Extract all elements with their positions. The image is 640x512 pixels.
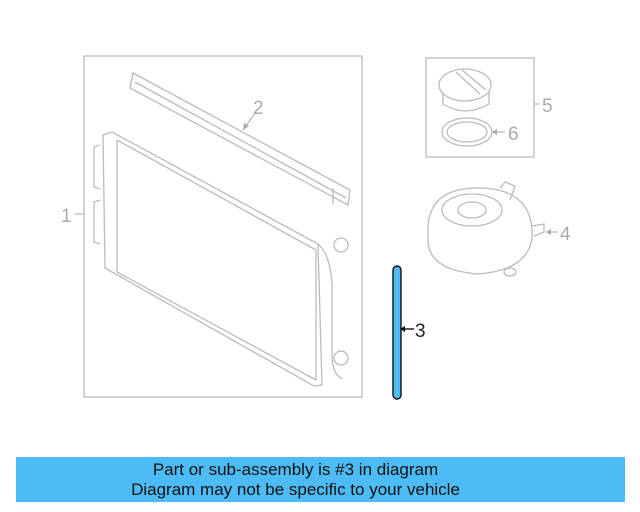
- banner-line-1: Part or sub-assembly is #3 in diagram: [152, 460, 439, 479]
- reservoir-part-4: [427, 181, 545, 277]
- radiator-part-1: [93, 131, 349, 387]
- callout-1: 1: [61, 206, 72, 227]
- radiator-group-box: [83, 55, 363, 398]
- bracket-part-2: [129, 72, 351, 207]
- cap-part-5: [438, 68, 492, 112]
- cap-group-box: [425, 57, 535, 158]
- callout-4: 4: [560, 224, 571, 245]
- info-banner: Part or sub-assembly is #3 in diagram Di…: [16, 457, 625, 502]
- callout-5: 5: [542, 96, 553, 117]
- seal-strip-part-3: [392, 265, 402, 400]
- callout-2: 2: [253, 98, 264, 119]
- callout-3: 3: [415, 321, 426, 342]
- banner-line-2: Diagram may not be specific to your vehi…: [131, 480, 460, 499]
- callout-6: 6: [508, 124, 519, 145]
